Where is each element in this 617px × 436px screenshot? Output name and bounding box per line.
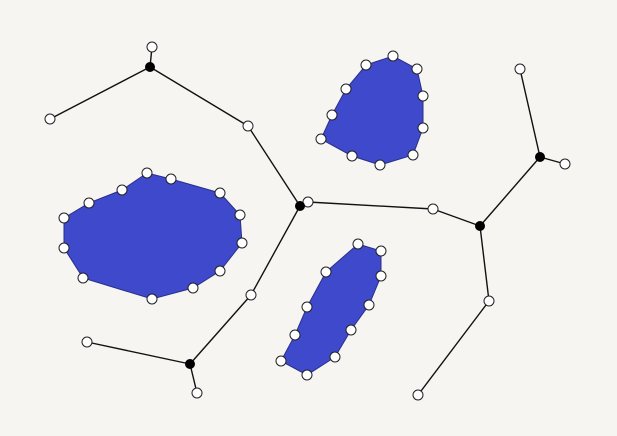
junction-vertex — [185, 359, 195, 369]
region-vertex — [387, 50, 399, 62]
region-vertex — [275, 355, 287, 367]
junction-vertex — [475, 221, 485, 231]
open-vertex — [191, 387, 203, 399]
open-vertex — [44, 113, 56, 125]
graph-edge — [49, 66, 151, 120]
region-vertex — [340, 83, 352, 95]
graph-edge — [479, 225, 490, 302]
graph-edge — [519, 68, 541, 158]
region-vertex — [352, 238, 364, 250]
region-vertex — [214, 265, 226, 277]
region-vertex — [320, 266, 332, 278]
junction-vertex — [295, 201, 305, 211]
open-vertex — [146, 41, 158, 53]
region-vertex — [363, 299, 375, 311]
region-vertex — [58, 212, 70, 224]
graph-edge — [479, 156, 541, 227]
region-vertex — [417, 90, 429, 102]
region-vertex — [411, 63, 423, 75]
graph-edge — [417, 300, 490, 396]
open-vertex — [514, 63, 526, 75]
region-vertex — [301, 301, 313, 313]
graph-edge — [149, 66, 249, 127]
region-vertex — [289, 329, 301, 341]
region-vertex — [58, 242, 70, 254]
region-vertex — [326, 109, 338, 121]
region-vertex — [346, 150, 358, 162]
region-vertex — [375, 245, 387, 257]
region-vertex — [315, 133, 327, 145]
junction-vertex — [145, 62, 155, 72]
region-vertex — [407, 149, 419, 161]
graph-edge — [307, 201, 434, 210]
region-vertex — [236, 237, 248, 249]
open-vertex — [559, 158, 571, 170]
region-vertex — [146, 293, 158, 305]
region-vertex — [374, 159, 386, 171]
junction-vertex — [535, 152, 545, 162]
graph-edge — [86, 341, 191, 365]
region-vertex — [116, 184, 128, 196]
open-vertex — [81, 336, 93, 348]
region-vertex — [345, 324, 357, 336]
region-vertex — [165, 173, 177, 185]
region-vertex — [360, 59, 372, 71]
open-vertex — [245, 289, 257, 301]
region-vertex — [234, 209, 246, 221]
region-vertex — [417, 122, 429, 134]
open-vertex — [483, 295, 495, 307]
edges-layer — [49, 46, 566, 396]
graph-edge — [432, 208, 481, 227]
junctions-layer — [145, 62, 545, 369]
open-vertex — [412, 389, 424, 401]
open-vertex — [242, 120, 254, 132]
open-vertices-layer — [44, 41, 571, 401]
region-vertices-layer — [58, 50, 429, 381]
graph-edge — [189, 294, 252, 365]
region-vertex — [214, 187, 226, 199]
graph-edge — [247, 125, 301, 207]
region-vertex — [375, 270, 387, 282]
region-vertex — [83, 197, 95, 209]
graph-edge — [250, 205, 301, 296]
region-vertex — [329, 351, 341, 363]
region-vertex — [77, 272, 89, 284]
region-vertex — [187, 282, 199, 294]
region-vertex — [141, 167, 153, 179]
regions-layer — [63, 55, 424, 376]
region-vertex — [301, 369, 313, 381]
open-vertex — [427, 203, 439, 215]
